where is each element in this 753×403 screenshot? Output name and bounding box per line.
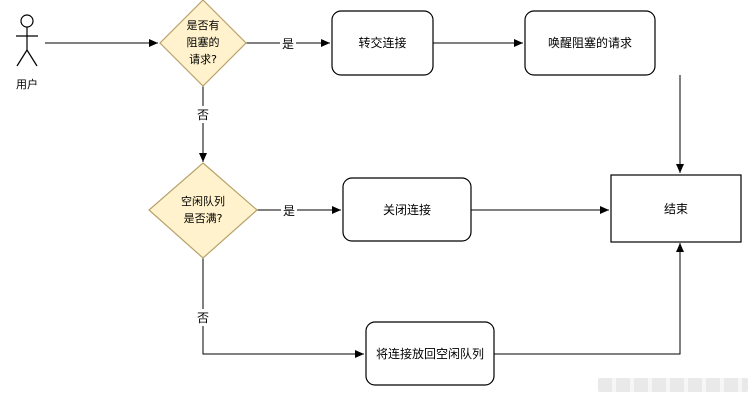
watermark-blur: [598, 378, 748, 392]
process-close-label: 关闭连接: [383, 202, 431, 217]
decision-queue-line-2: 是否满?: [184, 212, 223, 225]
process-handoff-label: 转交连接: [358, 35, 406, 50]
process-wake-label: 唤醒阻塞的请求: [548, 35, 632, 50]
edge-return-to-end: [494, 243, 684, 355]
process-wake-blocked: 唤醒阻塞的请求: [524, 10, 656, 76]
process-return-to-queue: 将连接放回空闲队列: [365, 321, 495, 386]
user-actor-icon: [16, 14, 38, 67]
process-close-connection: 关闭连接: [342, 177, 472, 242]
process-handoff-connection: 转交连接: [331, 10, 434, 76]
edge-label-no-top: 否: [197, 108, 209, 122]
decision-queue-line-1: 空闲队列: [181, 194, 225, 208]
edge-label-yes-mid: 是: [283, 204, 295, 218]
edge-label-yes-top: 是: [282, 37, 294, 51]
terminal-end-label: 结束: [664, 202, 688, 216]
decision-blocked-line-1: 是否有: [187, 18, 220, 32]
terminal-end: 结束: [610, 174, 742, 243]
process-return-label: 将连接放回空闲队列: [376, 346, 484, 361]
decision-queue-full: 空闲队列 是否满?: [148, 162, 258, 259]
decision-blocked-line-2: 阻塞的: [187, 35, 220, 49]
edge-no-to-return: [202, 258, 364, 358]
actor-label: 用户: [16, 77, 38, 91]
decision-blocked-line-3: 请求?: [189, 53, 217, 66]
edge-label-no-mid: 否: [197, 311, 209, 325]
decision-blocked-requests: 是否有 阻塞的 请求?: [159, 0, 247, 87]
